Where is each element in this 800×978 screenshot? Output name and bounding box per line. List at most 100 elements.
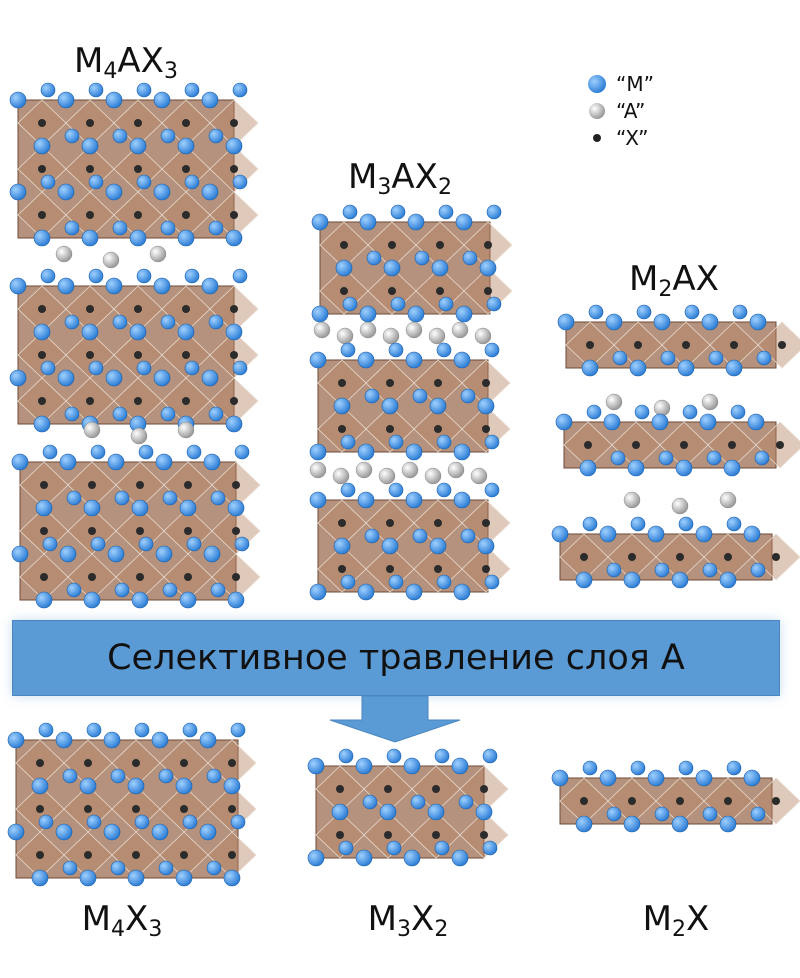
metal-atom <box>208 128 224 144</box>
metal-atom <box>479 259 497 277</box>
metal-atom <box>359 213 377 231</box>
x-atom <box>182 211 190 219</box>
metal-atom <box>186 444 202 460</box>
metal-atom <box>405 351 423 369</box>
metal-atom <box>309 491 327 509</box>
metal-atom <box>702 806 718 822</box>
metal-atom <box>732 304 748 320</box>
metal-atom <box>599 769 617 787</box>
x-atom <box>628 797 636 805</box>
metal-atom <box>88 360 104 376</box>
metal-atom <box>134 814 150 830</box>
metal-atom <box>203 453 221 471</box>
metal-atom <box>754 450 770 466</box>
metal-atom <box>407 305 425 323</box>
x-atom <box>230 211 238 219</box>
a-atom <box>671 497 689 515</box>
x-atom <box>482 379 490 387</box>
metal-atom <box>651 413 669 431</box>
m3ax2-slab-top <box>311 204 513 323</box>
a-atom <box>102 251 120 269</box>
metal-atom <box>357 443 375 461</box>
x-atom <box>434 519 442 527</box>
metal-atom <box>57 369 75 387</box>
etching-process-label: Селективное травление слоя А <box>107 638 685 678</box>
x-atom <box>336 831 344 839</box>
x-atom <box>38 351 46 359</box>
metal-atom <box>730 404 746 420</box>
metal-atom <box>434 840 450 856</box>
metal-atom <box>136 268 152 284</box>
metal-atom <box>623 815 641 833</box>
x-atom <box>182 397 190 405</box>
a-atom <box>470 467 488 485</box>
x-atom <box>336 785 344 793</box>
metal-atom <box>184 82 200 98</box>
metal-atom <box>114 490 130 506</box>
metal-atom <box>357 583 375 601</box>
metal-atom <box>453 491 471 509</box>
x-atom <box>432 785 440 793</box>
metal-atom <box>59 453 77 471</box>
metal-atom <box>436 482 452 498</box>
m4ax3-slab-top <box>9 82 259 247</box>
metal-atom <box>136 174 152 190</box>
metal-atom <box>11 453 29 471</box>
metal-atom <box>182 722 198 738</box>
metal-atom <box>227 499 245 517</box>
metal-atom <box>162 490 178 506</box>
metal-atom <box>678 760 694 776</box>
x-atom <box>184 573 192 581</box>
metal-atom <box>486 296 502 312</box>
metal-atom <box>390 296 406 312</box>
metal-atom <box>31 869 49 887</box>
label-m4ax3: M4AX3 <box>74 41 178 84</box>
x-atom <box>86 397 94 405</box>
metal-atom <box>654 562 670 578</box>
x-atom <box>228 851 236 859</box>
x-atom <box>38 397 46 405</box>
a-atom <box>623 491 641 509</box>
metal-atom <box>186 536 202 552</box>
metal-atom <box>160 314 176 330</box>
x-atom <box>628 553 636 561</box>
metal-atom <box>756 350 772 366</box>
metal-atom <box>307 757 325 775</box>
label-m3ax2: M3AX2 <box>348 157 452 200</box>
metal-atom <box>206 860 222 876</box>
m2ax-a-layer-1 <box>605 393 719 417</box>
metal-atom <box>88 82 104 98</box>
metal-atom <box>35 591 53 609</box>
metal-atom <box>658 450 674 466</box>
metal-atom <box>155 453 173 471</box>
metal-atom <box>88 268 104 284</box>
metal-atom <box>364 388 380 404</box>
x-atom <box>632 441 640 449</box>
metal-atom <box>105 91 123 109</box>
metal-atom <box>79 777 97 795</box>
metal-atom-icon <box>586 73 608 95</box>
metal-atom <box>390 204 406 220</box>
x-atom <box>182 305 190 313</box>
legend-item-x: “X” <box>586 124 654 151</box>
a-atom <box>177 421 195 439</box>
metal-atom <box>225 137 243 155</box>
label-m2x: M2X <box>642 899 710 942</box>
x-atom <box>432 831 440 839</box>
metal-atom <box>105 277 123 295</box>
metal-atom <box>484 482 500 498</box>
m2ax-a-layer-2 <box>623 491 737 515</box>
x-atom <box>40 481 48 489</box>
metal-atom <box>40 174 56 190</box>
metal-atom <box>460 528 476 544</box>
metal-atom <box>434 748 450 764</box>
metal-atom <box>708 350 724 366</box>
metal-atom <box>610 450 626 466</box>
metal-atom <box>208 220 224 236</box>
x-atom <box>88 573 96 581</box>
x-atom <box>84 759 92 767</box>
a-atom <box>313 321 331 339</box>
x-atom <box>84 805 92 813</box>
metal-atom <box>203 545 221 563</box>
a-atom <box>130 427 148 445</box>
